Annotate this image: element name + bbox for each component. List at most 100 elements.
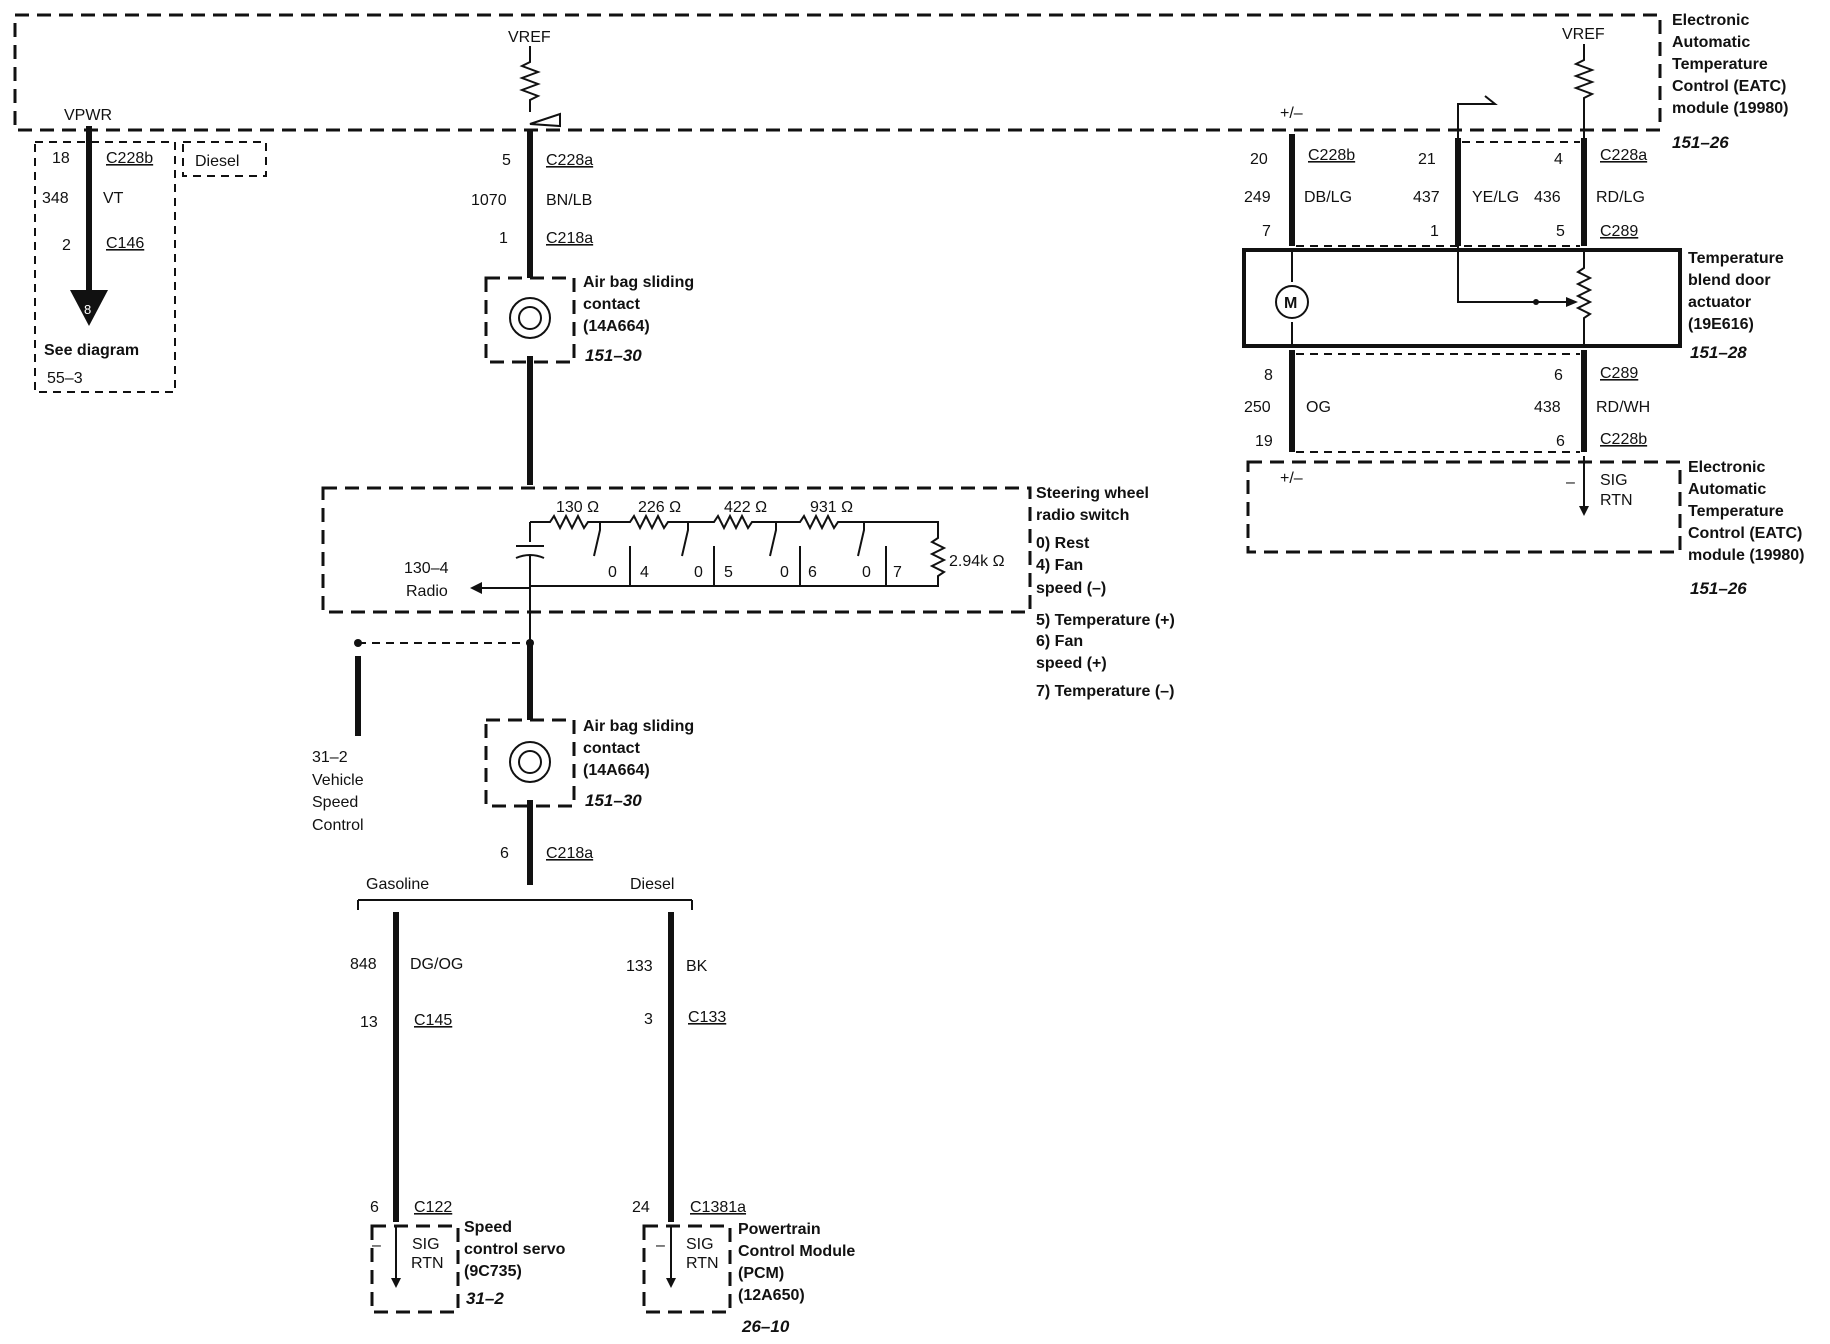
airbag-lower-line-1: Air bag sliding [583, 718, 694, 735]
servo-rtn: RTN [411, 1255, 444, 1272]
c437-pin-bottom: 1 [1430, 223, 1439, 240]
main-color: BN/LB [546, 192, 592, 209]
radio-switch-box [321, 486, 1032, 614]
vpwr-arrow [70, 290, 108, 326]
pos-0-d: 0 [862, 564, 871, 581]
c436-pin-bottom: 5 [1556, 223, 1565, 240]
eatc-bottom-rtn: RTN [1600, 492, 1633, 509]
resistor-931: 931 Ω [810, 499, 853, 516]
gas-conn1: C145 [414, 1012, 452, 1029]
eatc-top-line-2: Automatic [1672, 34, 1750, 51]
switch-contact-5 [681, 522, 715, 586]
pcm-arrow-head [666, 1278, 676, 1288]
eatc-top-line-5: module (19980) [1672, 100, 1788, 117]
c438-pin-bottom: 6 [1556, 433, 1565, 450]
c438-conn-top: C289 [1600, 365, 1638, 382]
vref-switch-1 [529, 112, 561, 128]
pcm-line-1: Powertrain [738, 1221, 821, 1238]
vpwr-pin-top: 18 [52, 150, 70, 167]
pos-0-c: 0 [780, 564, 789, 581]
blend-ref: 151–28 [1690, 343, 1747, 362]
blend-line-3: actuator [1688, 294, 1751, 311]
switch-contact-6 [769, 522, 801, 586]
legend-temp-minus: 7) Temperature (–) [1036, 683, 1174, 700]
main-pin-lower: 6 [500, 845, 509, 862]
airbag-upper-ref: 151–30 [585, 346, 642, 365]
airbag-upper-line-1: Air bag sliding [583, 274, 694, 291]
c438-color: RD/WH [1596, 399, 1650, 416]
airbag-lower-ref: 151–30 [585, 791, 642, 810]
blend-line-1: Temperature [1688, 250, 1784, 267]
airbag-lower-line-3: (14A664) [583, 762, 650, 779]
servo-minus: – [372, 1237, 381, 1254]
vpwr-circuit: 348 [42, 190, 69, 207]
c250-color: OG [1306, 399, 1331, 416]
eatc-top-line-3: Temperature [1672, 56, 1768, 73]
airbag-lower-coil [509, 741, 551, 783]
c436-color: RD/LG [1596, 189, 1645, 206]
c249-circuit: 249 [1244, 189, 1271, 206]
airbag-upper-coil-inner [518, 306, 542, 330]
pos-5: 5 [724, 564, 733, 581]
c438-pin-top: 6 [1554, 367, 1563, 384]
vpwr-arrow-letter: 8 [84, 302, 91, 317]
legend-rest: 0) Rest [1036, 535, 1090, 552]
c249-pin-bottom: 7 [1262, 223, 1271, 240]
pos-4: 4 [640, 564, 649, 581]
eatc-bottom-line-4: Control (EATC) [1688, 525, 1802, 542]
vsc-ref: 31–2 [312, 749, 348, 766]
pos-0-b: 0 [694, 564, 703, 581]
main-circuit: 1070 [471, 192, 507, 209]
vref-resistor-2 [1573, 44, 1595, 140]
radio-arrow-head [470, 582, 482, 594]
radio-label: Radio [406, 583, 448, 600]
diesel-pin2: 24 [632, 1199, 650, 1216]
legend-fan-plus-2: speed (+) [1036, 655, 1107, 672]
pcm-rtn: RTN [686, 1255, 719, 1272]
split-bus [357, 899, 693, 910]
c437-pin-top: 21 [1418, 151, 1436, 168]
c249-conn-top: C228b [1308, 147, 1355, 164]
eatc-module-top-box [13, 13, 1662, 132]
diesel-pin1: 3 [644, 1011, 653, 1028]
pcm-minus: – [656, 1237, 665, 1254]
vpwr-conn-bottom: C146 [106, 235, 144, 252]
c249-color: DB/LG [1304, 189, 1352, 206]
diesel-label: Diesel [630, 876, 674, 893]
eatc-top-ref: 151–26 [1672, 133, 1729, 152]
gas-circuit: 848 [350, 956, 377, 973]
see-diagram-ref: 55–3 [47, 370, 83, 387]
diesel-conn2: C1381a [690, 1199, 746, 1216]
gasoline-label: Gasoline [366, 876, 429, 893]
motor-letter: M [1284, 295, 1297, 312]
eatc-top-line-1: Electronic [1672, 12, 1749, 29]
diesel-tag: Diesel [195, 153, 239, 170]
main-pin-bottom: 1 [499, 230, 508, 247]
pcm-line-2: Control Module [738, 1243, 855, 1260]
vpwr-label: VPWR [64, 107, 112, 124]
c437-circuit: 437 [1413, 189, 1440, 206]
servo-line-3: (9C735) [464, 1263, 522, 1280]
c438-conn-bottom: C228b [1600, 431, 1647, 448]
vpwr-conn-top: C228b [106, 150, 153, 167]
blend-line-2: blend door [1688, 272, 1771, 289]
c250-pin-top: 8 [1264, 367, 1273, 384]
resistor-422: 422 Ω [724, 499, 767, 516]
blend-door-box [1242, 248, 1682, 348]
legend-temp-plus: 5) Temperature (+) [1036, 612, 1175, 629]
diesel-color: BK [686, 958, 708, 975]
resistor-130: 130 Ω [556, 499, 599, 516]
plus-minus-top: +/– [1280, 105, 1303, 122]
switch-contact-4 [593, 522, 631, 586]
blend-line-4: (19E616) [1688, 316, 1754, 333]
pcm-line-4: (12A650) [738, 1287, 805, 1304]
c436-conn-bottom: C289 [1600, 223, 1638, 240]
vsc-line-2: Speed [312, 794, 358, 811]
c436-circuit: 436 [1534, 189, 1561, 206]
legend-fan-minus-2: speed (–) [1036, 580, 1106, 597]
switch-contact-7 [857, 522, 887, 586]
c250-pin-bottom: 19 [1255, 433, 1273, 450]
servo-box [370, 1224, 460, 1314]
see-diagram-label: See diagram [44, 342, 139, 359]
